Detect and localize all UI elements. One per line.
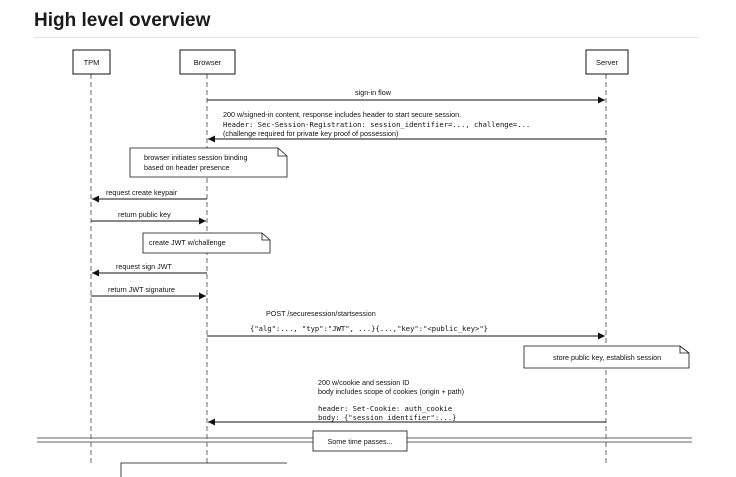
participant-browser: Browser <box>179 49 236 75</box>
time-divider-label: Some time passes... <box>327 437 392 446</box>
participant-tpm: TPM <box>72 49 111 75</box>
note-store-key: store public key, establish session <box>523 345 690 369</box>
note-create-jwt-text: create JWT w/challenge <box>149 238 226 247</box>
message-response-line3: (challenge required for private key proo… <box>223 129 398 138</box>
participant-browser-label: Browser <box>194 58 222 67</box>
message-response-line2: Header: Sec-Session-Registration: sessio… <box>223 120 530 129</box>
message-post-line2: {"alg":..., "typ":"JWT", ...}{...,"key":… <box>250 324 488 333</box>
message-sign-in-label: sign-in flow <box>355 88 392 97</box>
note-store-key-text: store public key, establish session <box>553 353 661 362</box>
note-binding-line1: browser initiates session binding <box>144 153 247 162</box>
message-cookie-line1: 200 w/cookie and session ID <box>318 378 410 387</box>
message-cookie-line3: header: Set-Cookie: auth_cookie <box>318 404 452 413</box>
note-session-binding: browser initiates session binding based … <box>129 147 288 178</box>
message-request-sign-label: request sign JWT <box>116 262 173 271</box>
message-request-keypair-label: request create keypair <box>106 188 178 197</box>
time-divider: Some time passes... <box>37 430 692 452</box>
participant-server-label: Server <box>596 58 619 67</box>
participant-tpm-label: TPM <box>84 58 100 67</box>
note-partial-bottom <box>120 462 287 477</box>
message-response-line1: 200 w/signed-in content, response includ… <box>223 110 461 119</box>
message-post-line1: POST /securesession/startsession <box>266 309 376 318</box>
note-create-jwt: create JWT w/challenge <box>142 232 271 254</box>
message-cookie-line2: body includes scope of cookies (origin +… <box>318 387 464 396</box>
page-heading: High level overview <box>34 10 211 31</box>
message-return-signature-label: return JWT signature <box>108 285 175 294</box>
participant-server: Server <box>585 49 629 75</box>
heading-divider <box>34 37 698 38</box>
message-cookie-line4: body: {"session_identifier":...} <box>318 413 456 422</box>
message-return-key-label: return public key <box>118 210 171 219</box>
note-binding-line2: based on header presence <box>144 163 230 172</box>
